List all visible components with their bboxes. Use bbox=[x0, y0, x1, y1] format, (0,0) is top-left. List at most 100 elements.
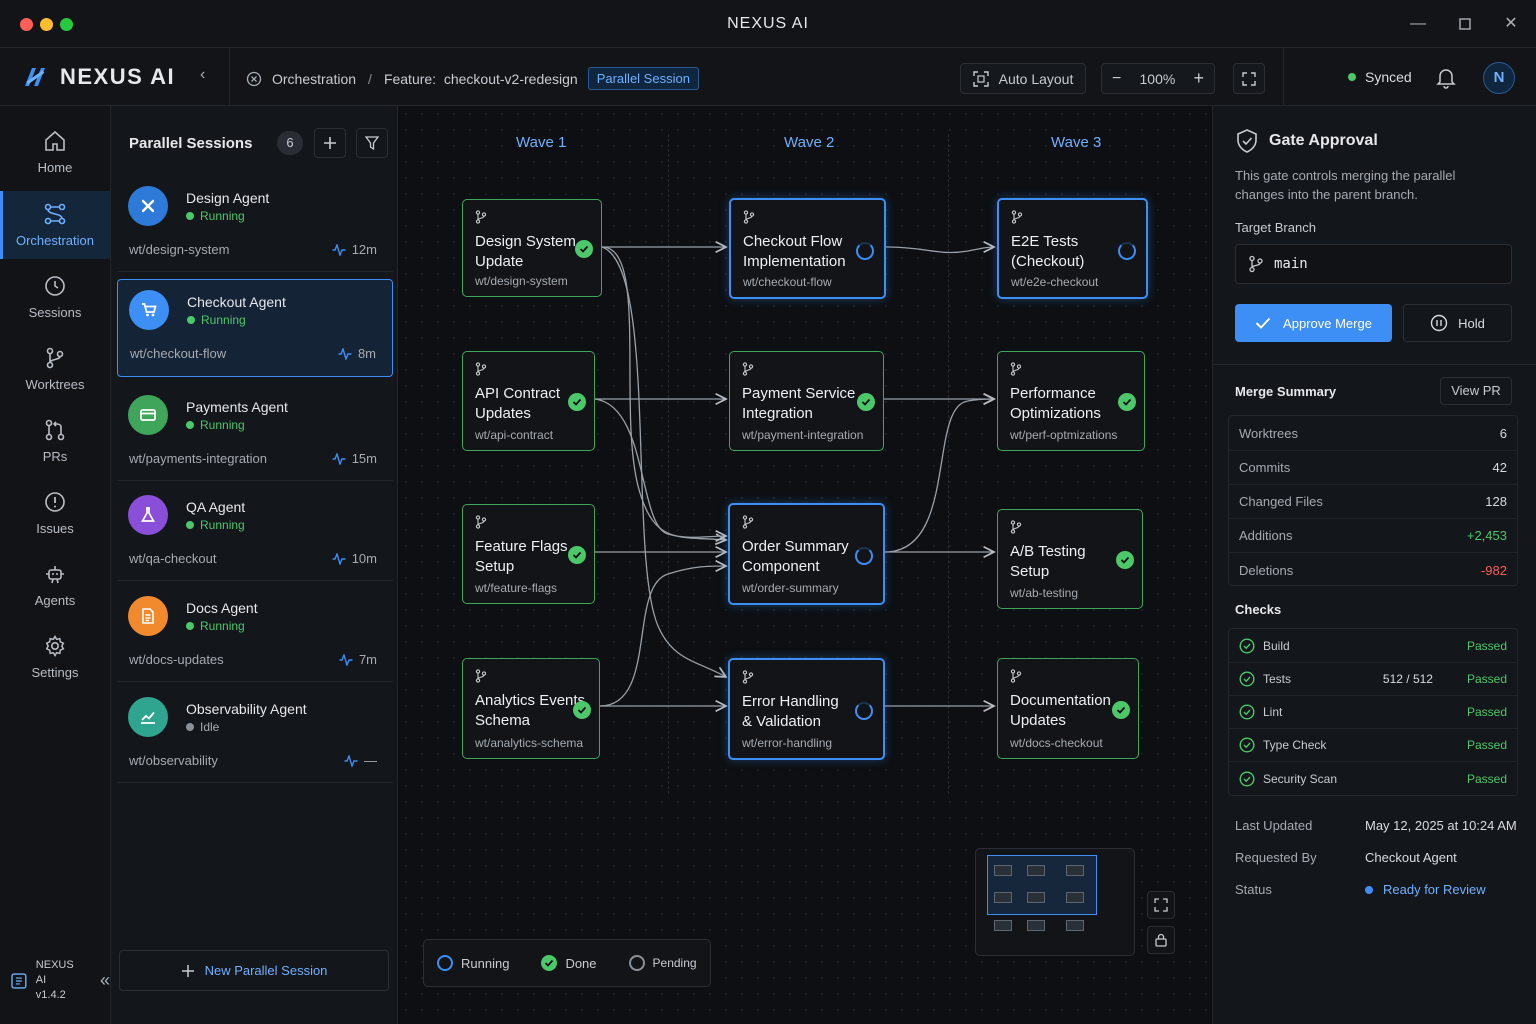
nav-item-worktrees[interactable]: Worktrees bbox=[0, 335, 110, 403]
minimap-viewport[interactable] bbox=[987, 855, 1097, 915]
breadcrumb-root[interactable]: Orchestration bbox=[272, 70, 357, 87]
session-card-docs-agent[interactable]: Docs Agent Running wt/docs-updates 7m bbox=[117, 586, 393, 682]
zoom-window-button[interactable] bbox=[60, 18, 73, 31]
fullscreen-button[interactable] bbox=[1233, 63, 1265, 94]
task-node-n9[interactable]: E2E Tests(Checkout) wt/e2e-checkout bbox=[997, 198, 1148, 299]
maximize-icon[interactable] bbox=[1453, 12, 1477, 36]
filter-button[interactable] bbox=[356, 128, 388, 158]
minimize-icon[interactable]: — bbox=[1410, 15, 1426, 32]
auto-layout-button[interactable]: Auto Layout bbox=[960, 63, 1086, 94]
session-card-observability-agent[interactable]: Observability Agent Idle wt/observabilit… bbox=[117, 687, 393, 783]
zoom-in-icon[interactable]: + bbox=[1193, 68, 1204, 88]
lock-canvas-button[interactable] bbox=[1147, 926, 1175, 954]
app-box-icon bbox=[11, 972, 27, 989]
clock-icon bbox=[45, 276, 65, 296]
branch-icon bbox=[1010, 669, 1022, 683]
check-circle-icon bbox=[1239, 704, 1255, 720]
nav-item-settings[interactable]: Settings bbox=[0, 623, 110, 691]
nav-item-home[interactable]: Home bbox=[0, 118, 110, 186]
agent-status-label: Running bbox=[200, 518, 245, 532]
gate-description: This gate controls merging the parallel … bbox=[1235, 168, 1456, 202]
node-title-line: Performance bbox=[1010, 385, 1096, 402]
minimap[interactable] bbox=[975, 848, 1135, 956]
zoom-out-icon[interactable]: − bbox=[1112, 69, 1122, 87]
agent-status: Running bbox=[187, 313, 246, 327]
breadcrumb-feature[interactable]: Feature: checkout-v2-redesign bbox=[383, 70, 578, 87]
agent-branch: wt/payments-integration bbox=[129, 451, 268, 466]
legend-done-label: Done bbox=[565, 955, 597, 971]
task-node-n8[interactable]: Error Handling& Validation wt/error-hand… bbox=[728, 658, 885, 760]
shield-icon bbox=[1237, 129, 1257, 153]
breadcrumb-separator: / bbox=[368, 70, 372, 87]
agent-name: Design Agent bbox=[186, 190, 270, 206]
nav-item-orchestration[interactable]: Orchestration bbox=[0, 191, 110, 259]
done-check-icon bbox=[857, 393, 875, 411]
summary-value: 6 bbox=[1499, 426, 1507, 441]
check-name: Build bbox=[1263, 639, 1290, 653]
minimize-window-button[interactable] bbox=[40, 18, 53, 31]
nav-item-agents[interactable]: Agents bbox=[0, 551, 110, 619]
summary-value: 128 bbox=[1485, 494, 1507, 509]
bell-icon[interactable] bbox=[1436, 67, 1456, 89]
branch-icon bbox=[475, 362, 487, 376]
hold-button[interactable]: Hold bbox=[1403, 304, 1512, 342]
node-branch: wt/error-handling bbox=[742, 736, 833, 750]
close-icon[interactable]: ✕ bbox=[1504, 15, 1518, 32]
check-circle-icon bbox=[1239, 770, 1255, 787]
session-card-checkout-agent[interactable]: Checkout Agent Running wt/checkout-flow … bbox=[117, 279, 393, 377]
close-window-button[interactable] bbox=[20, 18, 33, 31]
agent-branch: wt/qa-checkout bbox=[129, 551, 217, 566]
version-number: v1.4.2 bbox=[35, 989, 66, 1001]
view-pr-button[interactable]: View PR bbox=[1440, 377, 1512, 405]
done-check-icon bbox=[1118, 393, 1136, 411]
session-card-payments-agent[interactable]: Payments Agent Running wt/payments-integ… bbox=[117, 385, 393, 481]
gate-approval-panel: Gate Approval This gate controls merging… bbox=[1212, 106, 1536, 1024]
legend-done: Done bbox=[541, 955, 597, 971]
session-card-design-agent[interactable]: Design Agent Running wt/design-system 12… bbox=[117, 176, 393, 272]
nav-item-issues[interactable]: Issues bbox=[0, 479, 110, 547]
orchestration-crumb-icon bbox=[246, 71, 262, 86]
node-title-line: Payment Service bbox=[742, 385, 856, 402]
design-icon bbox=[128, 186, 168, 226]
merge-summary-title: Merge Summary bbox=[1235, 384, 1337, 399]
collapse-nav-icon[interactable]: « bbox=[99, 970, 110, 990]
agent-time-label: 8m bbox=[357, 346, 376, 361]
status-dot-icon bbox=[186, 622, 194, 630]
session-card-qa-agent[interactable]: QA Agent Running wt/qa-checkout 10m bbox=[117, 485, 393, 581]
meta-value: Ready for Review bbox=[1365, 882, 1486, 897]
nav-item-sessions[interactable]: Sessions bbox=[0, 263, 110, 331]
fit-view-button[interactable] bbox=[1147, 891, 1175, 919]
home-icon bbox=[45, 130, 65, 151]
target-branch-field[interactable]: main bbox=[1235, 244, 1512, 284]
agent-branch: wt/docs-updates bbox=[129, 652, 224, 667]
new-parallel-session-button[interactable]: New Parallel Session bbox=[119, 950, 389, 991]
node-title-line: Updates bbox=[475, 405, 531, 422]
check-name: Tests bbox=[1263, 672, 1292, 686]
wave-2-label: Wave 2 bbox=[784, 134, 835, 151]
node-branch: wt/api-contract bbox=[475, 428, 554, 442]
agent-status-label: Idle bbox=[200, 720, 220, 734]
done-check-icon bbox=[1116, 551, 1134, 569]
approve-merge-button[interactable]: Approve Merge bbox=[1235, 304, 1392, 342]
user-avatar[interactable]: N bbox=[1483, 62, 1515, 94]
collapse-sidebar-icon[interactable]: ‹ bbox=[200, 66, 206, 83]
nav-label: PRs bbox=[42, 449, 68, 464]
node-title-line: Setup bbox=[1010, 563, 1050, 580]
check-result: Passed bbox=[1466, 705, 1507, 719]
status-dot-icon bbox=[186, 723, 194, 731]
add-session-button[interactable] bbox=[314, 128, 346, 158]
nav-item-prs[interactable]: PRs bbox=[0, 407, 110, 475]
